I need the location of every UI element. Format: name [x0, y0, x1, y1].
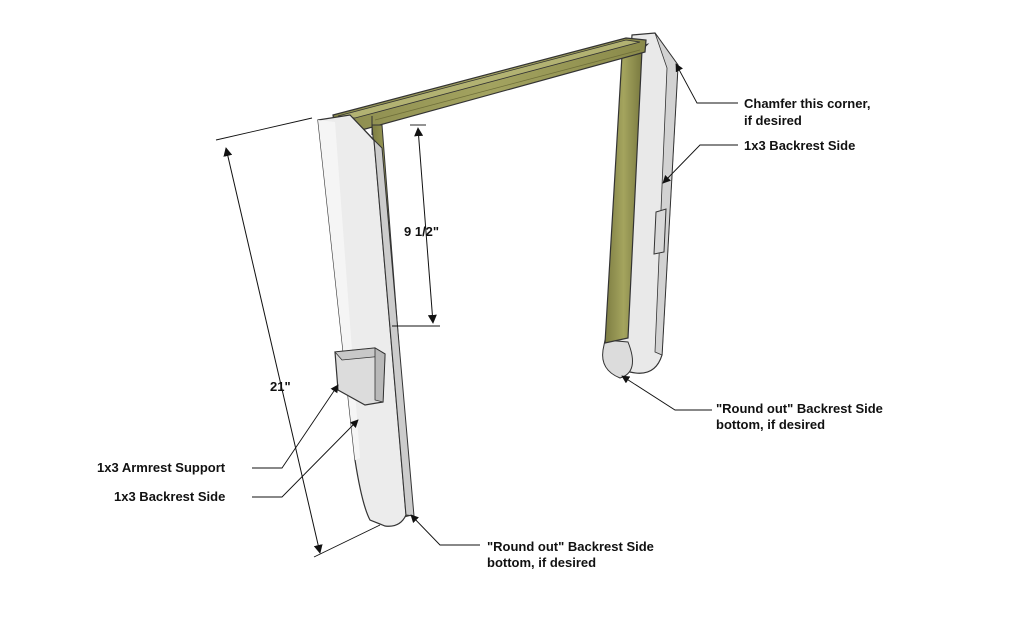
round-out-left-callout-line2: bottom, if desired: [487, 555, 597, 570]
inner-height-label: 9 1/2": [404, 224, 440, 239]
chamfer-callout-line2: if desired: [744, 113, 802, 128]
round-out-right-callout-line1: "Round out" Backrest Side: [716, 401, 883, 416]
right-armrest-support: [653, 208, 667, 255]
chamfer-callout-line1: Chamfer this corner,: [744, 96, 871, 111]
dimension-9-half-inch: [392, 124, 440, 327]
round-out-right-callout-line2: bottom, if desired: [716, 417, 826, 432]
right-backrest-side-callout: 1x3 Backrest Side: [744, 138, 856, 153]
round-out-left-callout-line1: "Round out" Backrest Side: [487, 539, 654, 554]
dimension-21-inch: [215, 117, 381, 558]
leader-lines: [252, 63, 738, 546]
overall-height-label: 21": [270, 379, 291, 394]
armrest-support-callout: 1x3 Armrest Support: [97, 460, 226, 475]
top-rail: [332, 37, 647, 135]
left-backrest-side: [317, 114, 415, 527]
left-armrest-support: [334, 347, 386, 406]
left-backrest-side-callout: 1x3 Backrest Side: [114, 489, 226, 504]
